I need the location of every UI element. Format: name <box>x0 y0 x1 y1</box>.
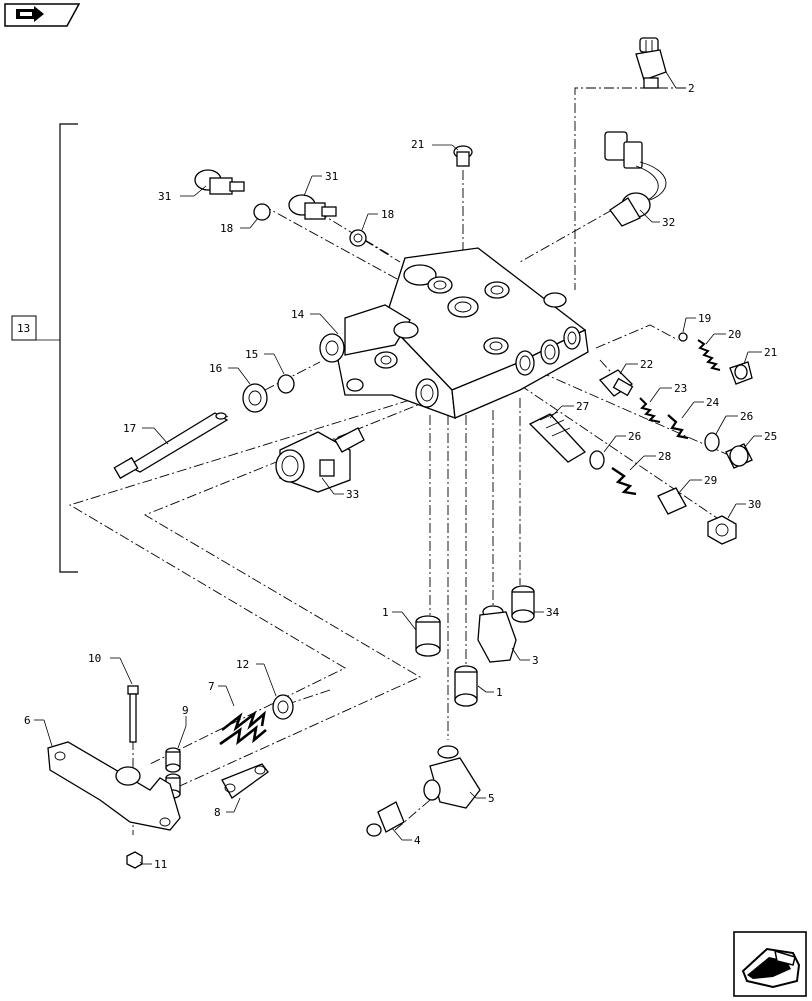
part-26-ring-left <box>589 450 605 470</box>
part-17-shaft <box>113 412 229 480</box>
part-31-right <box>288 194 337 220</box>
part-5-tee <box>423 745 481 809</box>
callout-31-left: 31 <box>158 190 171 203</box>
callout-1-lower: 1 <box>496 686 503 699</box>
next-page-button[interactable] <box>733 931 807 1001</box>
callout-5: 5 <box>488 792 495 805</box>
callout-28: 28 <box>658 450 671 463</box>
part-31-left <box>194 169 245 195</box>
callout-2: 2 <box>688 82 695 95</box>
callout-27: 27 <box>576 400 589 413</box>
callout-17: 17 <box>123 422 136 435</box>
part-15-oring <box>277 374 295 394</box>
part-18-right <box>349 229 367 247</box>
callout-24: 24 <box>706 396 720 409</box>
part-24-spring <box>667 414 689 440</box>
callout-18-right: 18 <box>381 208 394 221</box>
part-12-washer <box>272 694 294 720</box>
callout-7: 7 <box>208 680 215 693</box>
next-page-arrow-icon <box>733 931 807 997</box>
part-32-sensor-harness <box>604 131 667 227</box>
part-34-fitting <box>511 585 535 623</box>
part-29-plug <box>657 487 687 515</box>
part-1-fitting-lower <box>454 665 478 707</box>
callout-21-top: 21 <box>411 138 424 151</box>
part-21-plug-top <box>453 145 473 167</box>
callout-20: 20 <box>728 328 741 341</box>
callout-9: 9 <box>182 704 189 717</box>
callout-30: 30 <box>748 498 761 511</box>
callout-31-right: 31 <box>325 170 338 183</box>
callout-25: 25 <box>764 430 777 443</box>
part-1-fitting-upper <box>415 615 441 657</box>
callout-13: 13 <box>17 322 30 335</box>
callout-29: 29 <box>704 474 717 487</box>
part-19-ball <box>678 332 688 342</box>
callout-23: 23 <box>674 382 687 395</box>
bookmark-arrow-button[interactable] <box>4 3 81 31</box>
callout-19: 19 <box>698 312 711 325</box>
callout-1-upper: 1 <box>382 606 389 619</box>
part-4-adapter <box>366 801 405 837</box>
callout-12: 12 <box>236 658 249 671</box>
part-3-elbow <box>477 605 517 663</box>
part-26-ring-right <box>704 432 720 452</box>
part-22-valve <box>598 369 634 397</box>
callout-15: 15 <box>245 348 258 361</box>
part-28-spring <box>611 467 637 496</box>
callout-labels: 2 32 21 31 31 18 18 14 15 16 17 33 13 19… <box>17 82 777 871</box>
part-23-spring <box>639 397 661 423</box>
callout-6: 6 <box>24 714 31 727</box>
valve-body <box>319 247 589 419</box>
callout-32: 32 <box>662 216 675 229</box>
callout-26-right: 26 <box>740 410 753 423</box>
callout-21-right: 21 <box>764 346 777 359</box>
part-7-spring <box>219 710 267 746</box>
callout-3: 3 <box>532 654 539 667</box>
leader-lines <box>34 71 762 865</box>
part-18-left <box>253 203 271 221</box>
part-10-bolt <box>127 685 139 743</box>
callout-16: 16 <box>209 362 222 375</box>
callout-26-left: 26 <box>628 430 641 443</box>
callout-22: 22 <box>640 358 653 371</box>
part-6-lever <box>47 741 181 831</box>
callout-11: 11 <box>154 858 167 871</box>
part-11-nut <box>126 851 143 869</box>
callout-10: 10 <box>88 652 101 665</box>
part-20-spring <box>697 339 721 371</box>
assembly-bracket-13 <box>11 123 78 573</box>
callout-4: 4 <box>414 834 421 847</box>
part-2-sensor <box>635 37 667 89</box>
part-21-plug-right <box>729 361 753 385</box>
part-25-plug <box>725 443 753 469</box>
part-16-seal <box>242 383 268 413</box>
part-33-solenoid <box>275 427 365 493</box>
part-30-nut <box>707 515 737 545</box>
callout-34: 34 <box>546 606 560 619</box>
callout-33: 33 <box>346 488 359 501</box>
callout-18-left: 18 <box>220 222 233 235</box>
callout-14: 14 <box>291 308 305 321</box>
part-8-link <box>221 763 269 799</box>
bookmark-arrow-icon <box>4 3 81 27</box>
callout-8: 8 <box>214 806 221 819</box>
part-27-spool <box>528 411 587 463</box>
part-9-bushing-upper <box>165 747 181 773</box>
